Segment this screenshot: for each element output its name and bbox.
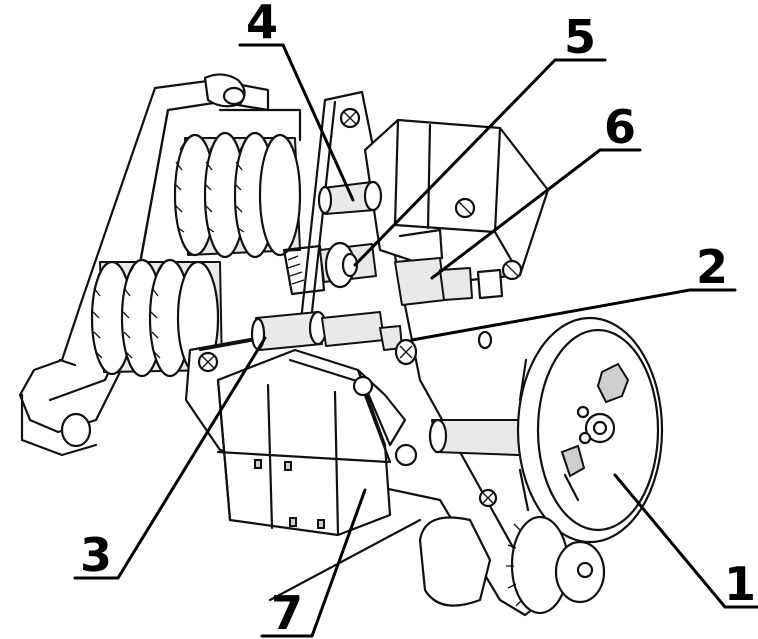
callout-3: 3 (80, 528, 112, 582)
leader-2 (410, 288, 737, 342)
leader-3 (73, 336, 267, 580)
leader-1 (613, 473, 758, 609)
leader-5 (353, 58, 607, 267)
callout-labels: 1 2 3 4 5 6 7 (80, 0, 756, 639)
motor-block (216, 348, 418, 537)
leader-7 (260, 488, 367, 638)
callout-1: 1 (724, 557, 756, 611)
front-plate (184, 90, 547, 617)
bottom-gear (418, 515, 606, 615)
pin-3 (250, 310, 418, 366)
lower-gear-stack (90, 258, 223, 378)
upper-gear-stack (173, 108, 302, 259)
leader-6 (430, 148, 642, 280)
disc-wheel (516, 316, 664, 544)
leader-lines (73, 43, 758, 638)
callout-6: 6 (604, 100, 636, 154)
callout-2: 2 (696, 240, 728, 294)
pin-4 (317, 180, 383, 215)
callout-5: 5 (564, 10, 596, 64)
callout-4: 4 (246, 0, 278, 49)
spring-assembly (282, 228, 504, 306)
upper-block (363, 118, 550, 282)
rear-frame (18, 73, 270, 457)
leader-4 (238, 43, 355, 202)
callout-7: 7 (271, 586, 303, 639)
